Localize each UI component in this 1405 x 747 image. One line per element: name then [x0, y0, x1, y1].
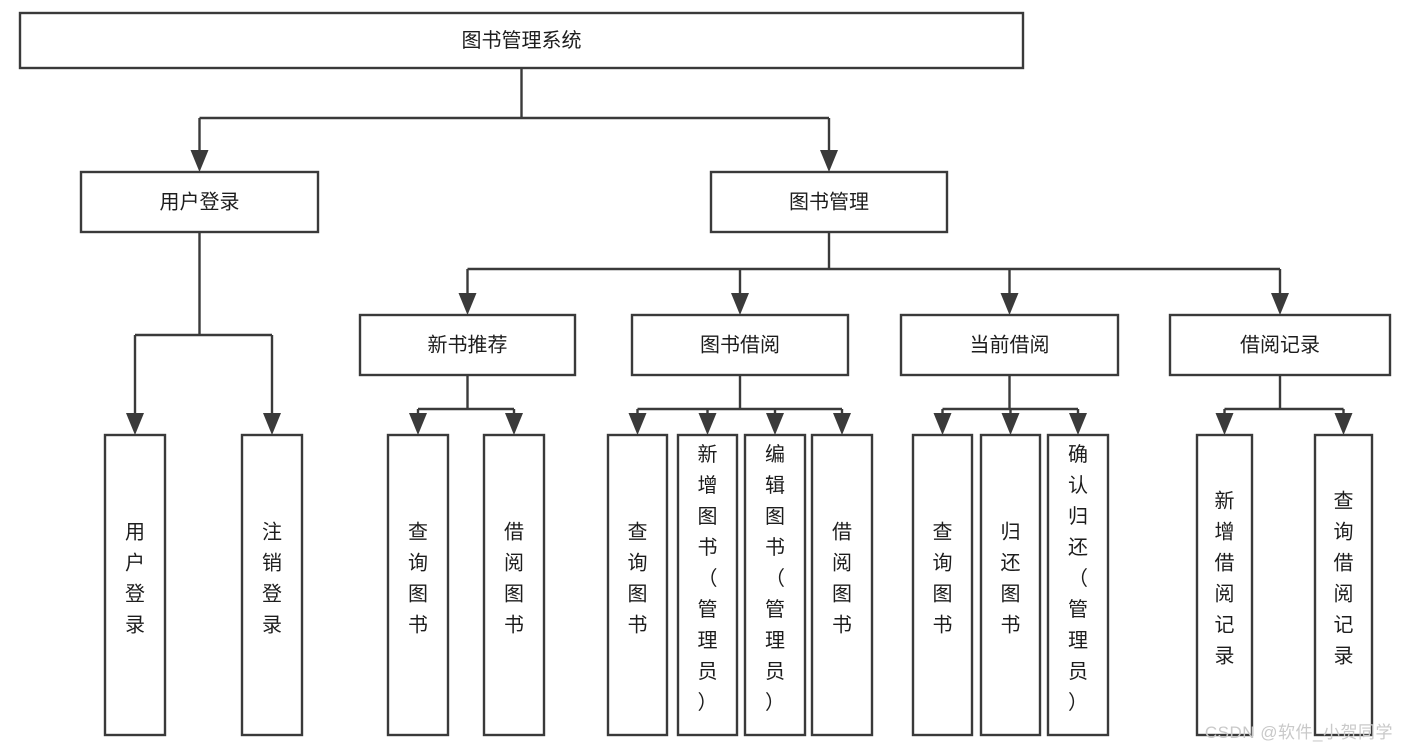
node-box-leaf-11[interactable]: [1046, 433, 1110, 737]
node-leaf-5[interactable]: 查询图书: [606, 433, 669, 737]
node-box-records[interactable]: [1168, 313, 1392, 377]
node-borrow[interactable]: 图书借阅: [630, 313, 850, 377]
node-leaf-1[interactable]: 用户登录: [103, 433, 167, 737]
node-box-leaf-7[interactable]: [743, 433, 807, 737]
node-label-records: 借阅记录: [1240, 333, 1320, 356]
connector-group-newbook: [409, 375, 523, 435]
node-login[interactable]: 用户登录: [79, 170, 320, 234]
node-box-leaf-3[interactable]: [386, 433, 450, 737]
node-label-login: 用户登录: [160, 190, 240, 213]
connector-group-records: [1215, 375, 1353, 435]
node-root[interactable]: 图书管理系统: [18, 11, 1025, 70]
node-label-leaf-12: 新增借阅记录: [1215, 490, 1235, 668]
node-leaf-8[interactable]: 借阅图书: [810, 433, 874, 737]
connector-group-root: [190, 68, 838, 172]
node-label-newbook: 新书推荐: [428, 333, 508, 356]
node-box-leaf-1[interactable]: [103, 433, 167, 737]
node-label-root: 图书管理系统: [462, 29, 582, 52]
node-leaf-13[interactable]: 查询借阅记录: [1313, 433, 1374, 737]
node-box-leaf-4[interactable]: [482, 433, 546, 737]
node-label-leaf-10: 归还图书: [1001, 521, 1021, 637]
node-leaf-3[interactable]: 查询图书: [386, 433, 450, 737]
node-bookmgmt[interactable]: 图书管理: [709, 170, 949, 234]
node-leaf-2[interactable]: 注销登录: [240, 433, 304, 737]
node-label-leaf-4: 借阅图书: [504, 521, 524, 637]
node-box-current[interactable]: [899, 313, 1120, 377]
connector-group-login: [126, 232, 281, 435]
node-box-leaf-6[interactable]: [676, 433, 739, 737]
node-label-leaf-3: 查询图书: [408, 521, 428, 637]
node-box-leaf-10[interactable]: [979, 433, 1042, 737]
node-label-leaf-11: 确认归还（管理员）: [1068, 443, 1088, 714]
node-label-leaf-2: 注销登录: [262, 521, 282, 637]
node-leaf-7[interactable]: 编辑图书（管理员）: [743, 433, 807, 737]
node-box-borrow[interactable]: [630, 313, 850, 377]
node-label-leaf-8: 借阅图书: [832, 521, 852, 637]
connector-group-bookmgmt: [458, 232, 1289, 315]
node-box-leaf-9[interactable]: [911, 433, 974, 737]
node-label-bookmgmt: 图书管理: [789, 190, 869, 213]
node-leaf-11[interactable]: 确认归还（管理员）: [1046, 433, 1110, 737]
node-box-login[interactable]: [79, 170, 320, 234]
node-box-leaf-5[interactable]: [606, 433, 669, 737]
node-box-leaf-12[interactable]: [1195, 433, 1254, 737]
node-box-leaf-13[interactable]: [1313, 433, 1374, 737]
node-box-leaf-8[interactable]: [810, 433, 874, 737]
node-records[interactable]: 借阅记录: [1168, 313, 1392, 377]
node-box-newbook[interactable]: [358, 313, 577, 377]
node-leaf-9[interactable]: 查询图书: [911, 433, 974, 737]
node-newbook[interactable]: 新书推荐: [358, 313, 577, 377]
node-box-bookmgmt[interactable]: [709, 170, 949, 234]
node-leaf-10[interactable]: 归还图书: [979, 433, 1042, 737]
node-label-leaf-6: 新增图书（管理员）: [698, 443, 718, 714]
node-current[interactable]: 当前借阅: [899, 313, 1120, 377]
node-label-borrow: 图书借阅: [700, 333, 780, 356]
node-label-leaf-1: 用户登录: [125, 522, 145, 637]
node-label-leaf-13: 查询借阅记录: [1334, 490, 1354, 668]
node-label-current: 当前借阅: [970, 333, 1050, 356]
node-box-root[interactable]: [18, 11, 1025, 70]
connector-group-current: [933, 375, 1087, 435]
connector-group-borrow: [628, 375, 851, 435]
node-label-leaf-7: 编辑图书（管理员）: [765, 443, 785, 714]
node-leaf-12[interactable]: 新增借阅记录: [1195, 433, 1254, 737]
node-leaf-6[interactable]: 新增图书（管理员）: [676, 433, 739, 737]
node-box-leaf-2[interactable]: [240, 433, 304, 737]
node-layer: 图书管理系统用户登录图书管理新书推荐图书借阅当前借阅借阅记录用户登录注销登录查询…: [18, 11, 1392, 737]
node-leaf-4[interactable]: 借阅图书: [482, 433, 546, 737]
node-label-leaf-5: 查询图书: [628, 521, 648, 637]
node-label-leaf-9: 查询图书: [933, 521, 953, 637]
connector-layer: [126, 68, 1353, 435]
